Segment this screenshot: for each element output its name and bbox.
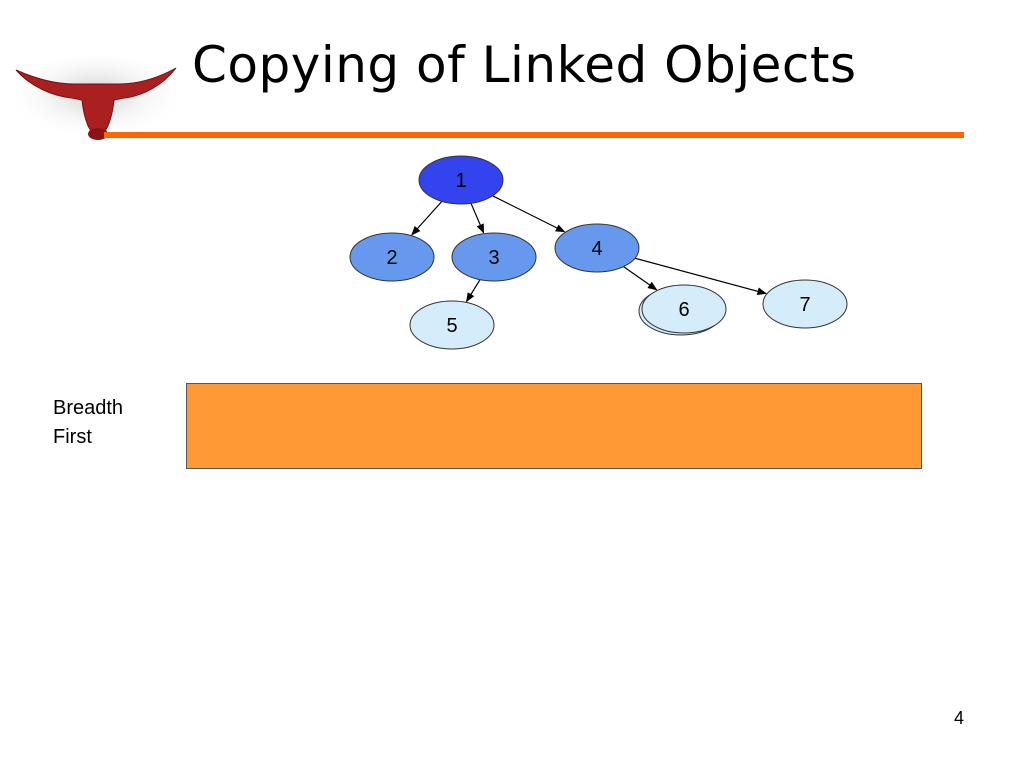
node-5-label: 5	[446, 315, 457, 337]
edge-1-to-4	[492, 195, 566, 233]
slide-title: Copying of Linked Objects	[192, 36, 857, 94]
node-5: 5	[409, 300, 495, 350]
node-7-label: 7	[799, 294, 810, 316]
breadth-first-result-box	[186, 383, 922, 469]
node-2-label: 2	[386, 247, 397, 269]
edge-4-to-6	[623, 266, 658, 291]
node-4-ellipse	[554, 223, 640, 273]
node-3-ellipse	[451, 232, 537, 282]
node-6-label: 6	[678, 299, 689, 321]
node-6-ellipse	[641, 284, 727, 334]
node-4-label: 4	[591, 238, 602, 260]
page-number: 4	[953, 708, 964, 728]
node-4: 4	[554, 223, 640, 273]
node-7: 7	[762, 279, 848, 329]
node-2: 2	[349, 232, 435, 282]
node-2-ellipse	[349, 232, 435, 282]
longhorn-logo-icon	[14, 56, 178, 140]
node-5-ellipse	[409, 300, 495, 350]
edge-1-to-2	[411, 200, 443, 236]
node-1: 1	[418, 155, 504, 205]
edge-3-to-5	[465, 279, 481, 303]
node-1-ellipse	[418, 155, 504, 205]
node-3: 3	[451, 232, 537, 282]
node-3-label: 3	[488, 247, 499, 269]
edge-1-to-3	[470, 203, 485, 234]
node-1-label: 1	[455, 170, 466, 192]
traversal-label: Breadth First	[53, 394, 123, 452]
traversal-label-line1: Breadth	[53, 397, 124, 419]
traversal-label-line2: First	[53, 426, 92, 448]
title-underline	[104, 132, 964, 138]
edge-4-to-7	[634, 257, 767, 295]
node-6: 6	[638, 284, 727, 336]
node-7-ellipse	[762, 279, 848, 329]
